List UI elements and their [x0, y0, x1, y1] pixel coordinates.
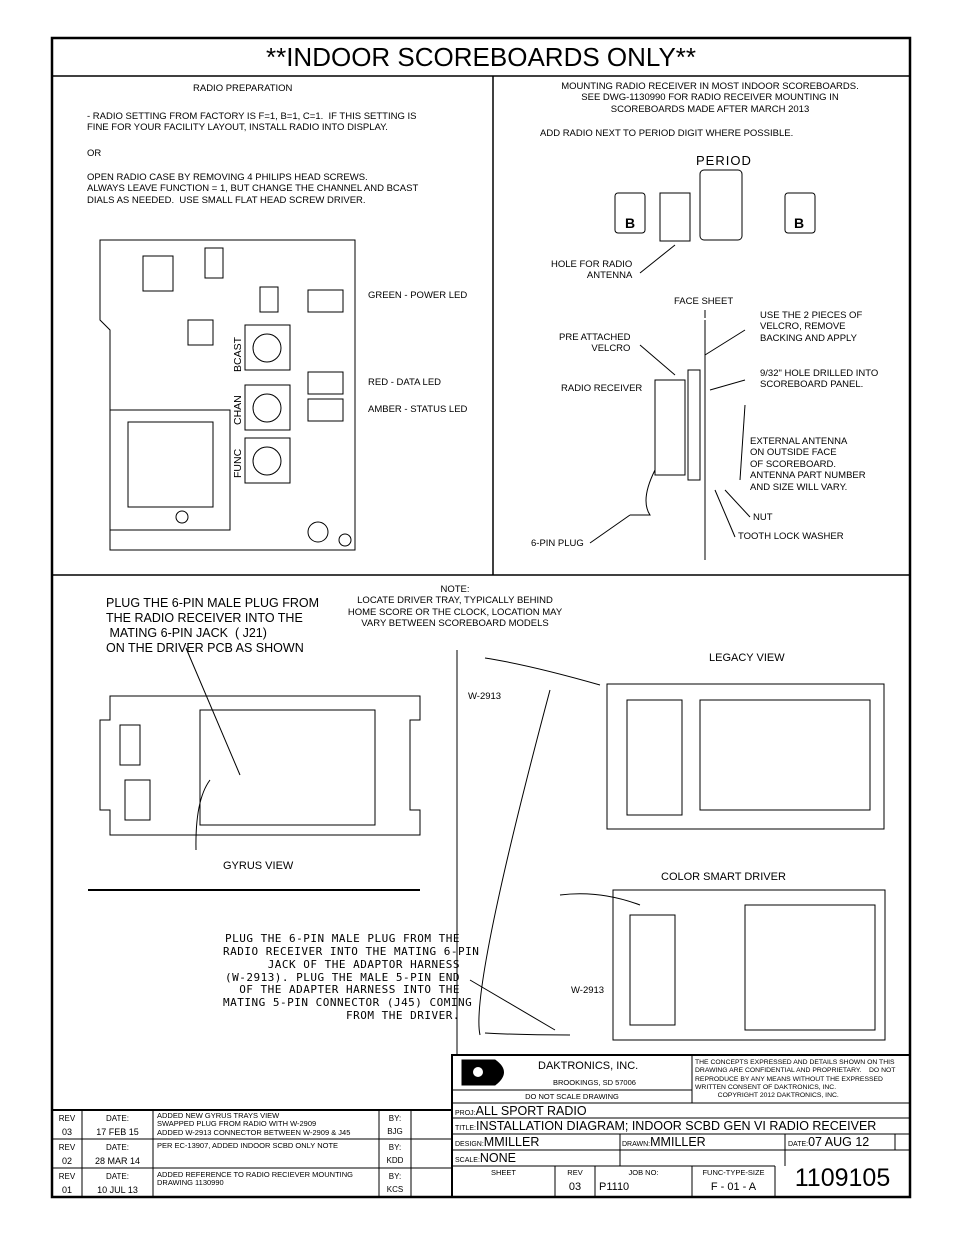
- sheet-label: SHEET: [490, 1168, 516, 1177]
- gyrus-view-label: GYRUS VIEW: [223, 860, 294, 872]
- title-label: TITLE:: [455, 1125, 477, 1132]
- title-block-lines: [52, 1054, 911, 1198]
- design-label: DESIGN:: [455, 1141, 484, 1148]
- radio-prep-para2: OPEN RADIO CASE BY REMOVING 4 PHILIPS HE…: [87, 172, 419, 206]
- rev-by: BJG: [387, 1127, 403, 1136]
- date-label: DATE:: [106, 1172, 129, 1181]
- w2913-label-color-smart: W-2913: [571, 985, 605, 996]
- amber-led-label: AMBER - STATUS LED: [368, 404, 468, 415]
- mounting-note: MOUNTING RADIO RECEIVER IN MOST INDOOR S…: [561, 81, 859, 115]
- designer: MMILLER: [483, 1135, 540, 1149]
- by-label: BY:: [388, 1143, 402, 1152]
- legacy-board-drawing: [456, 650, 885, 1055]
- rev-number: 03: [61, 1127, 72, 1137]
- nut-label: NUT: [753, 512, 773, 523]
- six-pin-plug-label: 6-PIN PLUG: [531, 538, 584, 549]
- green-led-label: GREEN - POWER LED: [368, 290, 468, 301]
- gyrus-plug-instruction: PLUG THE 6-PIN MALE PLUG FROM THE RADIO …: [106, 596, 320, 655]
- drawn-by: MMILLER: [650, 1135, 706, 1149]
- legacy-plug-instruction: PLUG THE 6-PIN MALE PLUG FROM THE RADIO …: [223, 932, 480, 1023]
- period-label: PERIOD: [696, 153, 752, 168]
- bcast-label: BCAST: [232, 336, 244, 372]
- scale-label: SCALE:: [455, 1157, 480, 1164]
- radio-prep-para1: - RADIO SETTING FROM FACTORY IS F=1, B=1…: [87, 111, 417, 134]
- radio-prep-or: OR: [87, 148, 102, 159]
- washer-label: TOOTH LOCK WASHER: [738, 531, 844, 542]
- legacy-view-label: LEGACY VIEW: [709, 652, 785, 664]
- rev-date: 10 JUL 13: [97, 1185, 138, 1195]
- drawing-title: INSTALLATION DIAGRAM; INDOOR SCBD GEN VI…: [476, 1119, 877, 1133]
- by-label: BY:: [388, 1114, 402, 1123]
- rev-label: REV: [58, 1114, 76, 1123]
- velcro-instruction: USE THE 2 PIECES OF VELCRO, REMOVE BACKI…: [760, 310, 863, 344]
- job-label: JOB NO:: [628, 1168, 659, 1177]
- rev-date: 17 FEB 15: [96, 1127, 139, 1137]
- func-label: FUNC: [232, 448, 244, 478]
- rev-number: 01: [61, 1185, 72, 1195]
- rev-label: REV: [58, 1143, 76, 1152]
- date-label: DATE:: [106, 1114, 129, 1123]
- company-name: DAKTRONICS, INC.: [538, 1060, 639, 1072]
- drawing-number: 1109105: [794, 1164, 891, 1192]
- add-radio-note: ADD RADIO NEXT TO PERIOD DIGIT WHERE POS…: [540, 128, 794, 139]
- do-not-scale: DO NOT SCALE DRAWING: [525, 1092, 619, 1101]
- hole-label: HOLE FOR RADIO ANTENNA: [551, 259, 633, 282]
- bonus-right-b: B: [794, 215, 805, 231]
- confidential-notice: THE CONCEPTS EXPRESSED AND DETAILS SHOWN…: [695, 1059, 896, 1100]
- red-led-label: RED - DATA LED: [368, 377, 442, 388]
- driver-tray-note: NOTE: LOCATE DRIVER TRAY, TYPICALLY BEHI…: [347, 584, 563, 630]
- rev-by: KCS: [386, 1185, 404, 1194]
- rev-by: KDD: [386, 1156, 404, 1165]
- drawing-date: 07 AUG 12: [808, 1135, 870, 1149]
- fts-value: F - 01 - A: [710, 1181, 757, 1193]
- rev-value: 03: [568, 1181, 582, 1193]
- rev-description: PER EC-13907, ADDED INDOOR SCBD ONLY NOT…: [157, 1141, 339, 1150]
- radio-receiver-label: RADIO RECEIVER: [561, 383, 643, 394]
- by-label: BY:: [388, 1172, 402, 1181]
- external-antenna-label: EXTERNAL ANTENNA ON OUTSIDE FACE OF SCOR…: [750, 436, 866, 493]
- company-location: BROOKINGS, SD 57006: [553, 1078, 636, 1087]
- date-label: DATE:: [106, 1143, 129, 1152]
- hole-drilled-label: 9/32" HOLE DRILLED INTO SCOREBOARD PANEL…: [760, 368, 879, 391]
- rev-label: REV: [58, 1172, 76, 1181]
- chan-label: CHAN: [232, 395, 244, 425]
- color-smart-label: COLOR SMART DRIVER: [661, 871, 786, 883]
- gyrus-board-drawing: [88, 647, 421, 891]
- radio-prep-heading: RADIO PREPARATION: [193, 83, 293, 94]
- date-label: DATE:: [788, 1141, 809, 1148]
- face-sheet-label: FACE SHEET: [674, 296, 734, 307]
- rev-description: ADDED REFERENCE TO RADIO RECIEVER MOUNTI…: [157, 1170, 353, 1188]
- color-smart-board-drawing: [469, 889, 886, 1041]
- bonus-left-b: B: [625, 215, 636, 231]
- radio-pcb-drawing: [99, 239, 356, 551]
- page-title: **INDOOR SCOREBOARDS ONLY**: [265, 42, 697, 72]
- period-digit-drawing: [614, 169, 816, 274]
- radio-mount-drawing: [589, 310, 751, 560]
- project-name: ALL SPORT RADIO: [475, 1104, 587, 1118]
- job-number: P1110: [599, 1181, 630, 1193]
- drawn-label: DRAWN:: [622, 1141, 651, 1148]
- rev-date: 28 MAR 14: [94, 1156, 141, 1166]
- rev-number: 02: [61, 1156, 72, 1166]
- rev-label: REV: [567, 1168, 583, 1177]
- fts-label: FUNC-TYPE-SIZE: [702, 1168, 765, 1177]
- proj-label: PROJ:: [455, 1110, 476, 1117]
- pre-velcro-label: PRE ATTACHED VELCRO: [559, 332, 631, 355]
- w2913-label-legacy: W-2913: [468, 691, 502, 702]
- scale-value: NONE: [479, 1151, 517, 1165]
- rev-description: ADDED NEW GYRUS TRAYS VIEW SWAPPED PLUG …: [157, 1111, 351, 1137]
